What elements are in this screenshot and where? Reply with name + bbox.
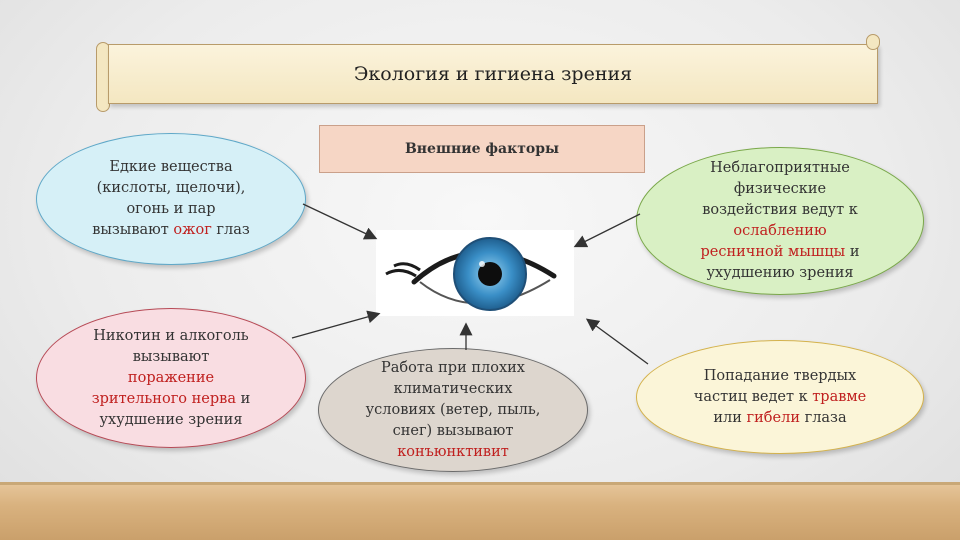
oval-line: (кислоты, щелочи), [96, 180, 246, 196]
oval-line: Попадание твердых [703, 367, 857, 384]
oval-physical: Неблагоприятные физические воздействия в… [636, 147, 924, 295]
oval-line: вызывают [132, 348, 210, 365]
oval-particles: Попадание твердых частиц ведет к травме … [636, 340, 924, 454]
oval-line: или гибели глаза [713, 408, 846, 429]
text-fragment: или [713, 409, 747, 426]
highlight-burn: ожог [173, 222, 212, 238]
highlight-ciliary-muscle: ресничной мышцы [700, 244, 846, 260]
text-fragment: глаз [211, 222, 250, 238]
floor-background [0, 482, 960, 540]
arrow-chemicals [302, 203, 378, 240]
text-fragment: и [235, 390, 251, 407]
arrow-physical [573, 213, 641, 248]
oval-line: условиях (ветер, пыль, [365, 401, 541, 418]
oval-line: Едкие вещества [109, 159, 233, 175]
eye-icon [385, 237, 557, 311]
oval-line: Никотин и алкоголь [93, 327, 249, 344]
external-factors-box: Внешние факторы [319, 125, 645, 173]
oval-climate: Работа при плохих климатических условиях… [318, 348, 588, 472]
oval-chemicals: Едкие вещества (кислоты, щелочи), огонь … [36, 133, 306, 265]
title-scroll-banner [108, 44, 878, 104]
page-title: Экология и гигиена зрения [353, 63, 633, 85]
text-fragment: частиц ведет к [693, 388, 813, 405]
highlight-damage: поражение [127, 369, 215, 386]
highlight-death: гибели [746, 409, 800, 426]
oval-line: снег) вызывают [392, 422, 514, 439]
eye-illustration [376, 230, 574, 316]
oval-line: частиц ведет к травме [694, 387, 867, 408]
text-fragment: и [845, 244, 860, 260]
oval-line: вызывают ожог глаз [92, 220, 250, 241]
scroll-curl-right [866, 34, 880, 50]
oval-line: Неблагоприятные [710, 160, 850, 176]
oval-line: Работа при плохих [381, 359, 525, 376]
oval-line: ресничной мышцы и [700, 242, 859, 263]
arrow-nicotine [291, 310, 381, 339]
oval-line: климатических [393, 380, 513, 397]
text-fragment: вызывают [92, 222, 174, 238]
oval-nicotine: Никотин и алкоголь вызывают поражение зр… [36, 308, 306, 448]
arrow-particles [585, 318, 649, 365]
oval-line: ухудшению зрения [706, 265, 854, 281]
oval-line: огонь и пар [126, 201, 216, 217]
oval-line: зрительного нерва и [92, 389, 251, 410]
highlight-trauma: травме [812, 388, 867, 405]
text-fragment: глаза [799, 409, 847, 426]
highlight-weakening: ослаблению [733, 223, 827, 239]
oval-line: воздействия ведут к [702, 202, 858, 218]
highlight-conjunctivitis: конъюнктивит [397, 443, 509, 460]
oval-line: ухудшение зрения [99, 411, 243, 428]
oval-line: физические [733, 181, 827, 197]
highlight-optic-nerve: зрительного нерва [91, 390, 236, 407]
